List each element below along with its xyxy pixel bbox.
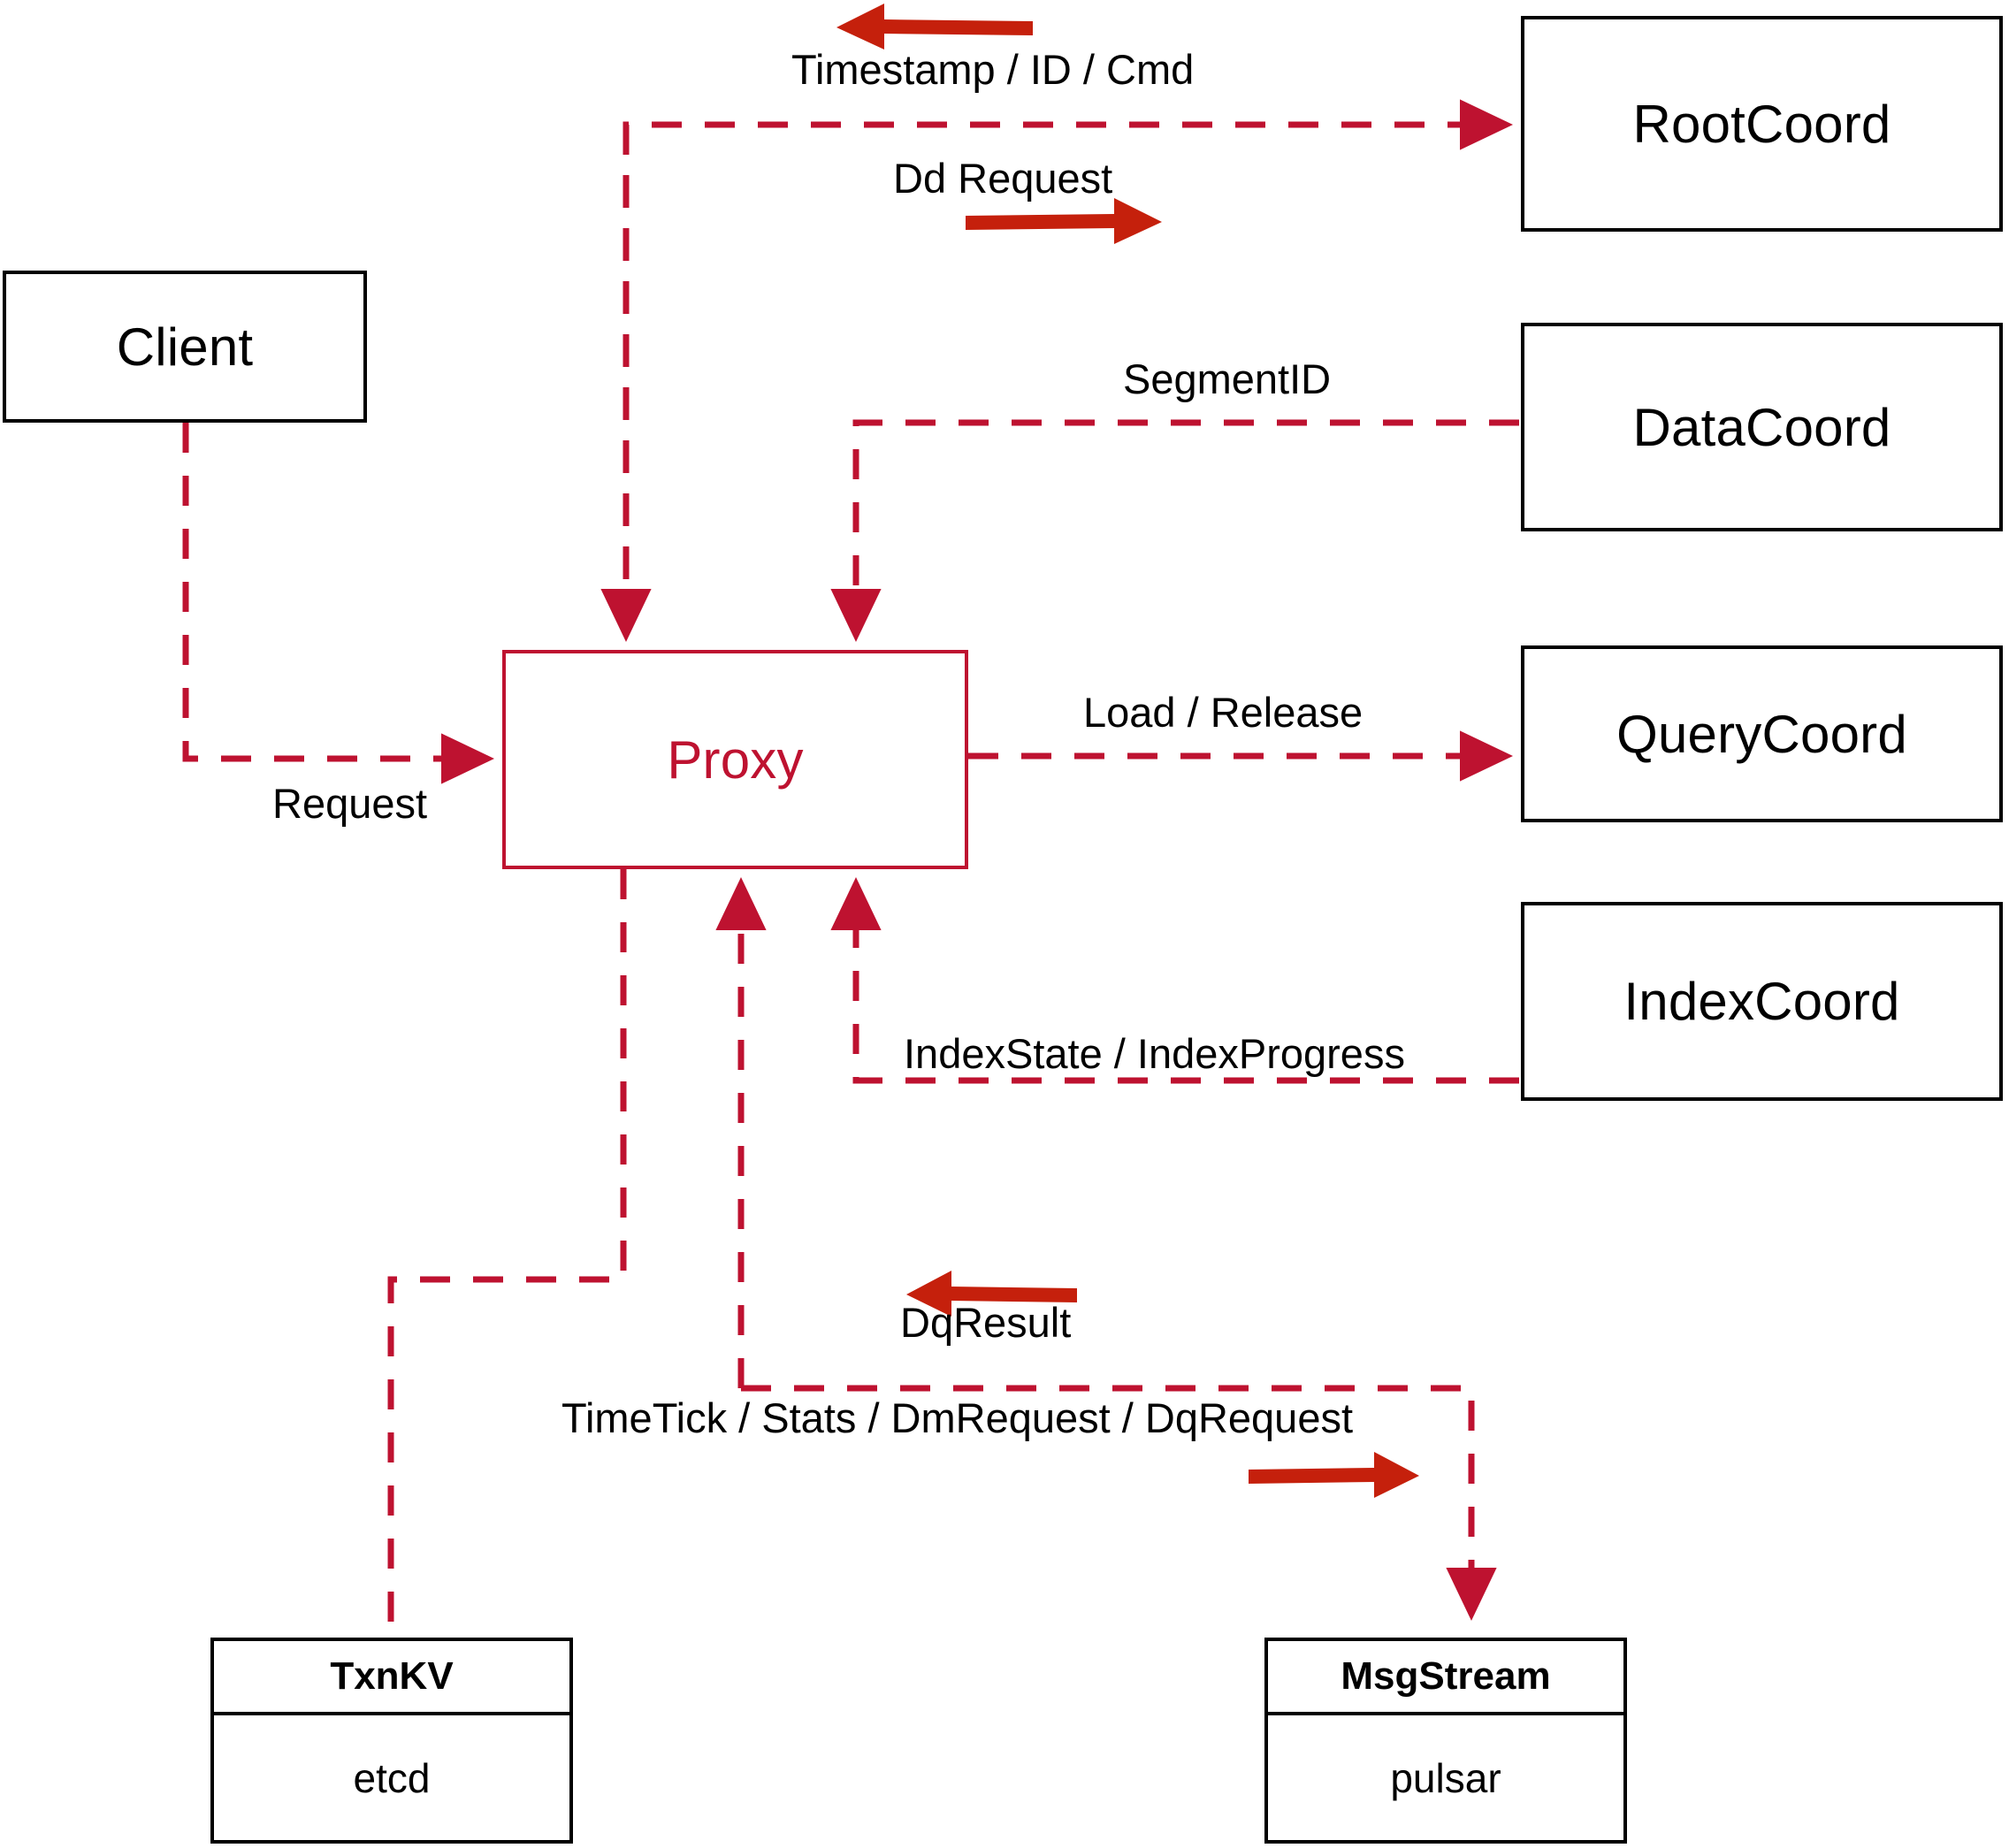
emphasis-arrow-timestamp-left	[836, 4, 1033, 50]
edge-label-segment-id: SegmentID	[1123, 355, 1332, 402]
node-rootcoord[interactable]: RootCoord	[1521, 16, 2003, 232]
wire-proxy-to-txnkv	[387, 869, 627, 1638]
node-client-label: Client	[116, 317, 254, 377]
node-txnkv-impl: etcd	[353, 1754, 431, 1801]
wire-datacoord-to-proxy	[830, 419, 1519, 643]
node-datacoord-label: DataCoord	[1632, 397, 1891, 457]
edge-label-timetick-stats: TimeTick / Stats / DmRequest / DqRequest	[561, 1394, 1354, 1441]
edge-label-timestamp-id-cmd: Timestamp / ID / Cmd	[791, 46, 1195, 93]
node-txnkv[interactable]: TxnKV etcd	[210, 1638, 573, 1844]
edge-label-index-state-progress: IndexState / IndexProgress	[904, 1030, 1405, 1077]
edge-label-load-release: Load / Release	[1083, 689, 1364, 736]
node-datacoord[interactable]: DataCoord	[1521, 323, 2003, 531]
edge-label-dd-request: Dd Request	[893, 155, 1113, 202]
emphasis-arrow-timetick-right	[1249, 1452, 1419, 1498]
node-proxy-label: Proxy	[667, 729, 804, 790]
node-msgstream-impl: pulsar	[1390, 1754, 1501, 1801]
emphasis-arrow-dqresult-left	[906, 1271, 1077, 1317]
node-querycoord[interactable]: QueryCoord	[1521, 645, 2003, 822]
node-client[interactable]: Client	[3, 271, 367, 423]
node-txnkv-title: TxnKV	[214, 1641, 569, 1715]
node-msgstream-title: MsgStream	[1268, 1641, 1623, 1715]
node-proxy[interactable]: Proxy	[502, 650, 968, 869]
wire-client-to-proxy	[182, 423, 495, 784]
node-rootcoord-label: RootCoord	[1632, 94, 1891, 154]
node-indexcoord-label: IndexCoord	[1623, 972, 1900, 1031]
emphasis-arrow-dd-request-right	[966, 198, 1162, 244]
node-querycoord-label: QueryCoord	[1616, 704, 1907, 764]
edge-label-dq-result: DqResult	[900, 1299, 1072, 1346]
node-msgstream[interactable]: MsgStream pulsar	[1264, 1638, 1627, 1844]
node-indexcoord[interactable]: IndexCoord	[1521, 902, 2003, 1101]
edge-label-request: Request	[272, 780, 428, 827]
